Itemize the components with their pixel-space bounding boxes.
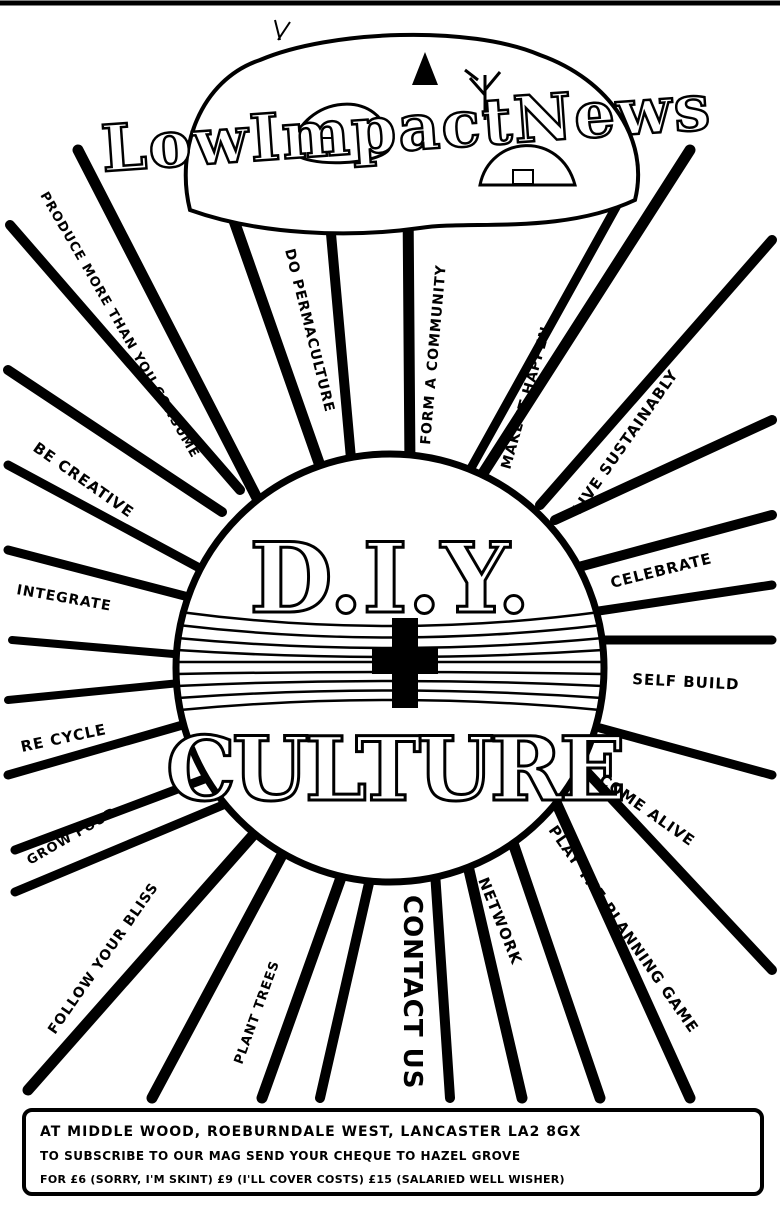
footer-address: AT MIDDLE WOOD, ROEBURNDALE WEST, LANCAS… [40, 1124, 582, 1140]
label-self-build: SELF BUILD [632, 670, 740, 694]
masthead-illustration [183, 19, 641, 236]
diy-heading: D.I.Y. [249, 522, 530, 635]
label-integrate: INTEGRATE [15, 582, 112, 614]
center-cross-horizontal [372, 648, 438, 674]
culture-heading: CULTURE [166, 717, 622, 821]
sunburst-rays [3, 144, 777, 1104]
subscription-box: AT MIDDLE WOOD, ROEBURNDALE WEST, LANCAS… [22, 1108, 764, 1196]
footer-prices: FOR £6 (SORRY, I'M SKINT) £9 (I'LL COVER… [40, 1173, 565, 1186]
label-contact-us: CONTACT US [397, 895, 427, 1090]
label-form-a-community: FORM A COMMUNITY [418, 264, 450, 445]
label-live-sustainably: LIVE SUSTAINABLY [569, 366, 682, 517]
footer-subscribe: TO SUBSCRIBE TO OUR MAG SEND YOUR CHEQUE… [40, 1149, 521, 1163]
